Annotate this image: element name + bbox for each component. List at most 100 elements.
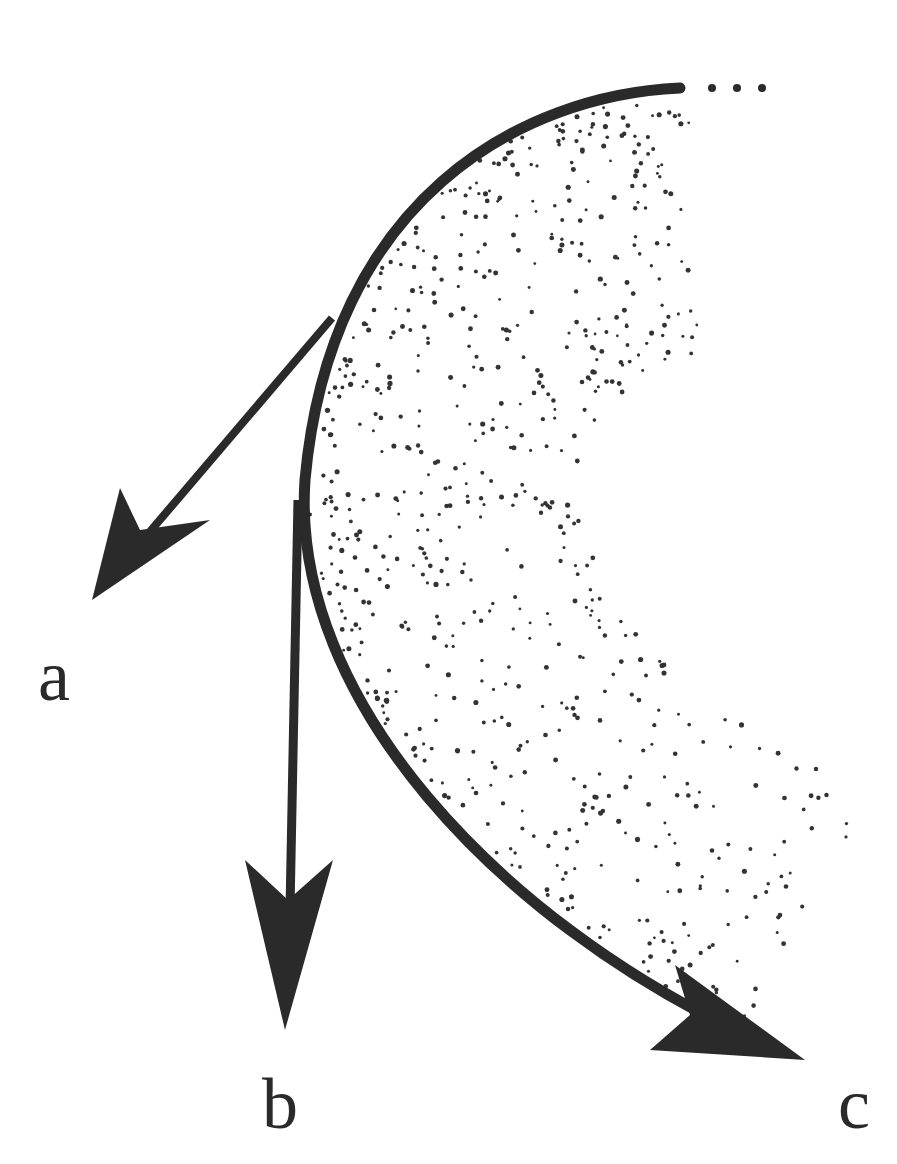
stipple-dot [587, 180, 590, 183]
stipple-dot [572, 522, 576, 526]
stipple-dot [621, 115, 626, 120]
stipple-dot [384, 722, 387, 725]
stipple-dot [488, 190, 491, 193]
stipple-dot [533, 262, 536, 265]
stipple-dot [626, 343, 630, 347]
stipple-dot [387, 668, 391, 672]
stipple-dot [550, 500, 555, 505]
stipple-dot [523, 490, 526, 493]
stipple-dot [565, 345, 569, 349]
stipple-dot [686, 793, 691, 798]
stipple-dot [474, 215, 479, 220]
stipple-dot [633, 206, 638, 211]
stipple-dot [412, 746, 417, 751]
stipple-dot [675, 862, 680, 867]
stipple-dot [372, 429, 375, 432]
stipple-dot [593, 347, 596, 350]
stipple-dot [511, 233, 516, 238]
stipple-dot [458, 253, 462, 257]
stipple-dot [331, 532, 336, 537]
stipple-dot [591, 112, 595, 116]
stipple-dot [474, 439, 477, 442]
stipple-dot [575, 114, 580, 119]
stipple-dot [591, 122, 595, 126]
stipple-dot [372, 308, 377, 313]
stipple-dot [546, 392, 550, 396]
stipple-dot [371, 613, 375, 617]
stipple-dot [505, 337, 509, 341]
stipple-dot [376, 363, 381, 368]
stipple-dot [575, 459, 580, 464]
stipple-dot [474, 355, 478, 359]
stipple-dot [423, 759, 427, 763]
stipple-dot [333, 444, 337, 448]
stipple-dot [572, 713, 576, 717]
stipple-dot [325, 408, 330, 413]
stipple-dot [365, 568, 370, 573]
stipple-dot [616, 257, 619, 260]
stipple-dot [385, 584, 390, 589]
stipple-dot [331, 418, 335, 422]
stipple-dot [605, 112, 610, 117]
stipple-dot [643, 184, 647, 188]
stipple-dot [338, 368, 341, 371]
stipple-dot [328, 546, 332, 550]
stipple-dot [638, 252, 642, 256]
curved-path [304, 88, 745, 1035]
stipple-dot [660, 304, 663, 307]
stipple-dot [590, 555, 595, 560]
stipple-dot [535, 164, 538, 167]
stipple-dot [467, 344, 471, 348]
stipple-dot [578, 130, 582, 134]
stipple-dot [698, 791, 701, 794]
stipple-dot [617, 381, 622, 386]
stipple-dot [624, 634, 627, 637]
stipple-dot [404, 621, 407, 624]
stipple-dot [405, 445, 410, 450]
stipple-dot [557, 642, 561, 646]
stipple-dot [598, 597, 602, 601]
stipple-dot [553, 758, 558, 763]
stipple-dot [578, 218, 583, 223]
stipple-dot [422, 551, 426, 555]
stipple-dot [513, 851, 517, 855]
stipple-dot [519, 433, 524, 438]
stipple-dot [655, 241, 660, 246]
stipple-dot [356, 538, 360, 542]
stipple-dot [758, 747, 761, 750]
stipple-dot [366, 328, 371, 333]
stipple-dot [668, 833, 671, 836]
stipple-dot [781, 941, 786, 946]
stipple-dot [421, 547, 425, 551]
stipple-dot [576, 572, 580, 576]
stipple-dot [357, 529, 362, 534]
stipple-dot [695, 324, 698, 327]
stipple-dot [328, 391, 331, 394]
stipple-dot [458, 525, 461, 528]
stipple-dot [343, 357, 348, 362]
stipple-dot [483, 242, 487, 246]
stipple-dot [468, 326, 473, 331]
stipple-dot [479, 367, 484, 372]
stipple-dot [641, 369, 644, 372]
stipple-dot [520, 483, 524, 487]
stipple-dot [375, 387, 380, 392]
stipple-dot [491, 602, 494, 605]
stipple-dot [588, 259, 592, 263]
stipple-dot [616, 819, 621, 824]
stipple-dot [671, 941, 674, 944]
stipple-dot [348, 382, 353, 387]
stipple-dot [739, 722, 744, 727]
stipple-dot [604, 330, 608, 334]
stipple-dot [422, 249, 425, 252]
stipple-dot [419, 450, 424, 455]
stipple-dot [500, 716, 504, 720]
stipple-dot [499, 495, 504, 500]
stipple-dot [602, 924, 606, 928]
stipple-dot [322, 427, 327, 432]
stipple-dot [667, 110, 671, 114]
stipple-dot [625, 280, 630, 285]
stipple-dot [523, 770, 527, 774]
stipple-dot [406, 627, 410, 631]
stipple-dot [612, 673, 616, 677]
